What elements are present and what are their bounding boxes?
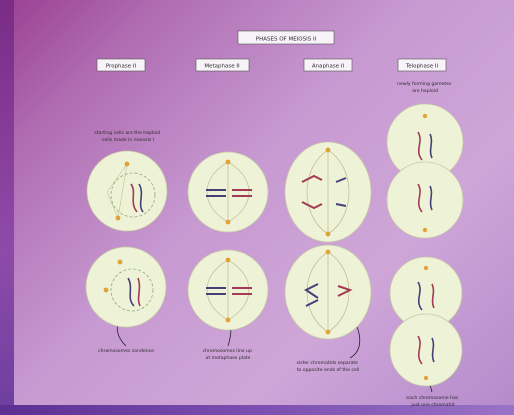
annotation-prophase-bottom: chromosomes condense <box>98 348 154 354</box>
phase-label-telophase: Telophase II <box>398 59 446 71</box>
centrosome-icon <box>125 162 130 167</box>
cell-anaphase-top <box>285 142 371 242</box>
centrosome-icon <box>326 250 331 255</box>
phase-label-text: Prophase II <box>106 64 137 70</box>
annotation-anaphase-bottom: sister chromatids separate to opposite e… <box>297 360 360 373</box>
diagram-title: PHASES OF MEIOSIS II <box>256 37 317 43</box>
phase-label-text: Metaphase II <box>204 64 240 70</box>
centrosome-icon <box>226 160 231 165</box>
centrosome-icon <box>424 266 428 270</box>
centrosome-icon <box>423 228 427 232</box>
annotation-metaphase-bottom: chromosomes line up at metaphase plate <box>203 348 254 361</box>
annotation-telophase-top: newly forming gametes are haploid <box>397 81 453 94</box>
phase-label-text: Telophase II <box>405 64 439 70</box>
centrosome-icon <box>104 288 109 293</box>
cell-metaphase-top <box>188 152 268 232</box>
phase-label-prophase: Prophase II <box>97 59 145 71</box>
cell-anaphase-bottom <box>285 245 371 339</box>
centrosome-icon <box>326 232 331 237</box>
chromosome-icon <box>430 134 432 158</box>
phase-label-text: Anaphase II <box>312 64 345 70</box>
chromosome-icon <box>430 186 432 210</box>
cell-telophase-bottom <box>390 257 462 386</box>
centrosome-icon <box>118 260 123 265</box>
phase-label-metaphase: Metaphase II <box>196 59 249 71</box>
cell-prophase-top <box>87 151 167 231</box>
centrosome-icon <box>116 216 121 221</box>
annotation-arrows <box>117 308 432 392</box>
cell-telophase-top <box>387 104 463 238</box>
phase-label-anaphase: Anaphase II <box>304 59 352 71</box>
centrosome-icon <box>326 148 331 153</box>
centrosome-icon <box>226 318 231 323</box>
cell-prophase-bottom <box>86 247 166 327</box>
chromosome-icon <box>432 338 434 362</box>
chromosome-icon <box>432 284 434 308</box>
annotation-prophase-top: starting cells are the haploid cells mad… <box>94 130 161 143</box>
centrosome-icon <box>226 258 231 263</box>
centrosome-icon <box>424 376 428 380</box>
centrosome-icon <box>423 114 427 118</box>
centrosome-icon <box>226 220 231 225</box>
cell-metaphase-bottom <box>188 250 268 330</box>
title-box: PHASES OF MEIOSIS II <box>238 31 334 44</box>
centrosome-icon <box>326 330 331 335</box>
annotation-telophase-bottom: each chromosome has just one chromatid <box>406 395 459 408</box>
